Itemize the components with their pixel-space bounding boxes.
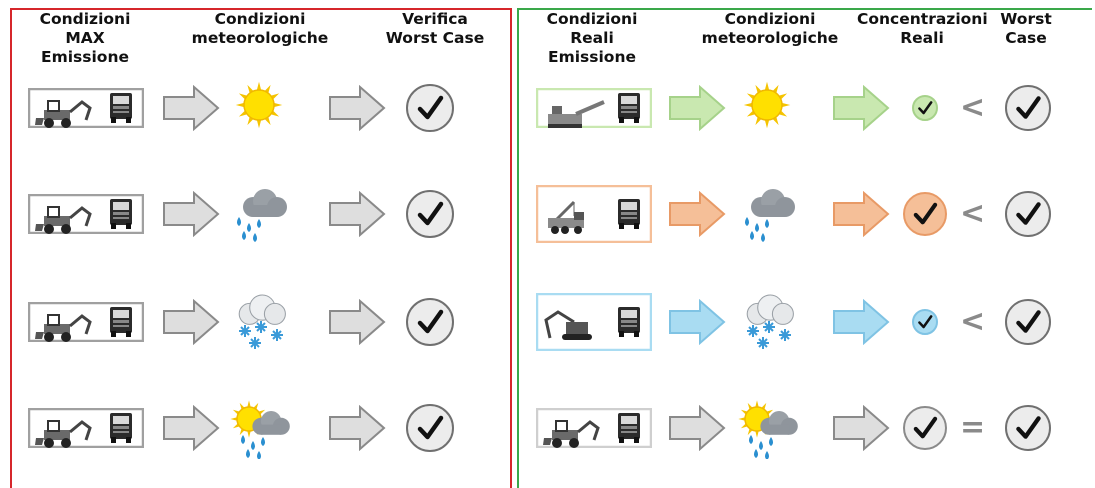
snow-icon [733, 291, 803, 353]
header-weather-left: Condizioni meteorologiche [191, 10, 329, 47]
arrow-icon [832, 405, 890, 451]
header-worst-case-check: Verifica Worst Case [385, 10, 485, 47]
arrow-icon [832, 191, 890, 237]
machine-icon [536, 408, 652, 448]
arrow-icon [668, 299, 726, 345]
machine-icon [28, 302, 144, 342]
arrow-icon [162, 405, 220, 451]
machine-icon [28, 194, 144, 234]
arrow-icon [832, 299, 890, 345]
check-icon [405, 189, 455, 239]
comparison-operator: < [960, 196, 986, 231]
rain-icon [225, 183, 295, 245]
check-icon [1004, 298, 1052, 346]
arrow-icon [328, 191, 386, 237]
comparison-operator: < [960, 304, 986, 339]
snow-icon [225, 291, 295, 353]
comparison-operator: = [960, 410, 986, 445]
comparison-operator: < [960, 90, 986, 125]
machine-icon [536, 185, 652, 243]
header-max-emission: Condizioni MAX Emissione [39, 10, 131, 66]
machine-icon [536, 293, 652, 351]
small-check-icon [911, 94, 939, 122]
machine-icon [536, 88, 652, 128]
rain-icon [733, 183, 803, 245]
sun-cloud-rain-icon [225, 397, 295, 459]
check-icon [405, 83, 455, 133]
arrow-icon [668, 191, 726, 237]
arrow-icon [162, 85, 220, 131]
arrow-icon [328, 85, 386, 131]
machine-icon [28, 88, 144, 128]
check-icon [1004, 404, 1052, 452]
real-emission-panel [517, 8, 1092, 488]
check-icon [405, 297, 455, 347]
sun-cloud-rain-icon [733, 397, 803, 459]
arrow-icon [162, 191, 220, 237]
header-real-emission: Condizioni Reali Emissione [546, 10, 638, 66]
sun-icon [225, 77, 295, 139]
arrow-icon [668, 405, 726, 451]
max-emission-panel [10, 8, 512, 488]
arrow-icon [328, 299, 386, 345]
arrow-icon [328, 405, 386, 451]
arrow-icon [832, 85, 890, 131]
check-icon [405, 403, 455, 453]
check-icon [1004, 84, 1052, 132]
small-check-icon [911, 308, 939, 336]
check-icon [902, 405, 948, 451]
header-weather-right: Condizioni meteorologiche [701, 10, 839, 47]
check-icon [1004, 190, 1052, 238]
arrow-icon [668, 85, 726, 131]
header-worst-case: Worst Case [1000, 10, 1052, 47]
arrow-icon [162, 299, 220, 345]
machine-icon [28, 408, 144, 448]
sun-icon [733, 77, 803, 139]
check-icon [902, 191, 948, 237]
header-real-concentrations: Concentrazioni Reali [857, 10, 988, 47]
